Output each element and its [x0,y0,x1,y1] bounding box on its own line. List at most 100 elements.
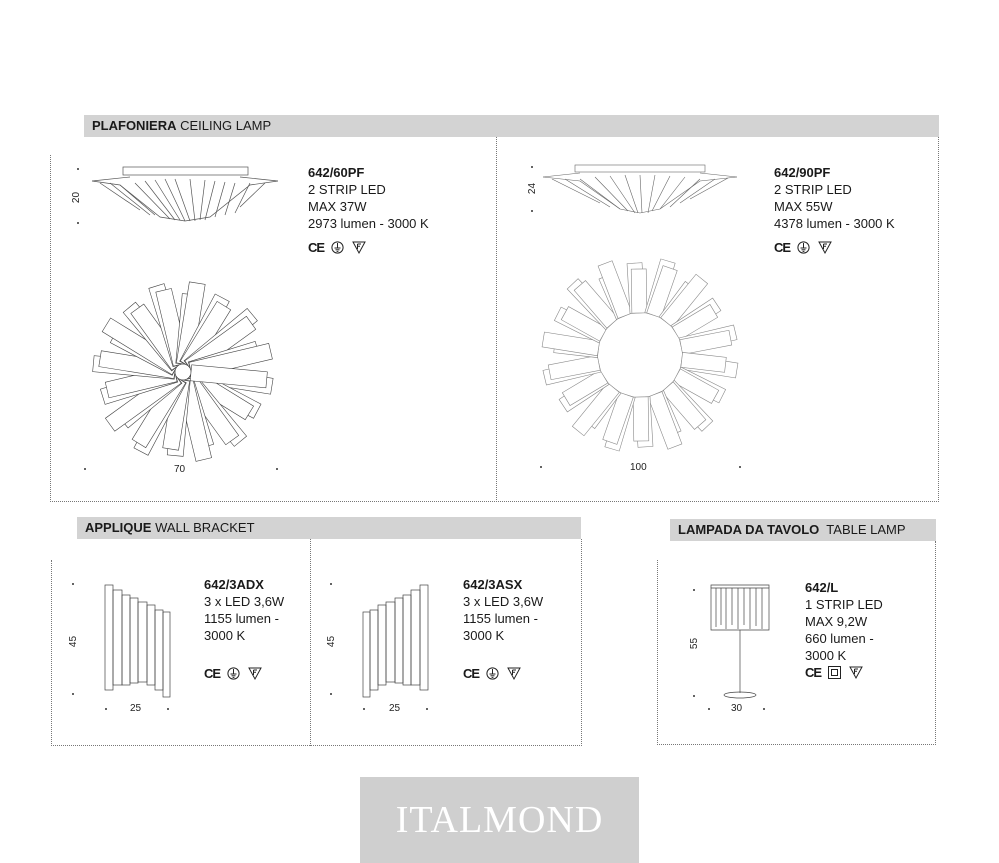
ceiling-lamp-90pf-top-drawing [541,258,739,452]
spec-line: 3000 K [204,628,246,643]
double-insulation-icon [828,666,842,679]
spec-line: MAX 37W [308,199,367,214]
dim-marker [363,708,365,710]
cert-marks-60pf: CE [308,240,366,255]
ceiling-lamp-60pf-top-drawing [92,281,274,462]
ceiling-title-rest: CEILING LAMP [176,118,272,133]
dim-marker [330,693,332,695]
ce-mark-icon: CE [308,240,325,255]
table-lamp-header: LAMPADA DA TAVOLO TABLE LAMP [670,519,936,541]
spec-line: MAX 9,2W [805,614,868,629]
dim-height-642l: 55 [689,637,701,650]
spec-line: 2973 lumen - 3000 K [308,216,429,231]
spec-line: 1 STRIP LED [805,597,883,612]
wall-bracket-header: APPLIQUE WALL BRACKET [77,517,581,539]
wall-divider [310,539,311,746]
dim-marker [84,468,86,470]
spec-line: 3 x LED 3,6W [463,594,544,609]
dim-marker [739,466,741,468]
dim-marker [77,168,79,170]
ground-symbol-icon [331,241,345,254]
spec-line: 3000 K [463,628,505,643]
ground-symbol-icon [797,241,811,254]
ce-mark-icon: CE [805,665,822,680]
ground-symbol-icon [227,667,241,680]
spec-642-60pf: 642/60PF 2 STRIP LED MAX 37W 2973 lumen … [308,164,429,232]
product-code: 642/90PF [774,165,831,180]
product-code: 642/3ASX [463,577,523,592]
logo-text: ITALMOND [395,799,604,841]
f-triangle-icon [848,666,863,680]
dim-marker [72,583,74,585]
dim-marker [763,708,765,710]
dim-marker [330,583,332,585]
dim-height-90pf: 24 [527,182,539,195]
product-code: 642/60PF [308,165,365,180]
wall-left-border [51,560,52,746]
table-title-rest: TABLE LAMP [819,522,906,537]
cert-marks-642l: CE [805,665,863,680]
dim-marker [540,466,542,468]
dim-marker [105,708,107,710]
dim-marker [693,695,695,697]
spec-line: 4378 lumen - 3000 K [774,216,895,231]
dim-marker [426,708,428,710]
spec-642-3adx: 642/3ADX 3 x LED 3,6W 1155 lumen - 3000 … [204,576,284,644]
dim-marker [77,222,79,224]
ceiling-lamp-frame [50,137,939,502]
dim-marker [531,210,533,212]
italmond-logo: ITALMOND [360,777,639,863]
dim-marker [72,693,74,695]
f-triangle-icon [351,241,366,255]
dim-marker [276,468,278,470]
ceiling-divider [496,137,497,502]
ce-mark-icon: CE [774,240,791,255]
ceiling-lamp-60pf-side-drawing [91,166,279,222]
dim-height-60pf: 20 [71,191,83,204]
dim-height-3adx: 45 [68,635,80,648]
table-title-bold: LAMPADA DA TAVOLO [678,522,820,537]
spec-642-l: 642/L 1 STRIP LED MAX 9,2W 660 lumen - 3… [805,579,883,664]
f-triangle-icon [817,241,832,255]
cert-marks-90pf: CE [774,240,832,255]
dim-marker [531,166,533,168]
spec-line: 1155 lumen - [463,611,538,626]
cert-marks-3adx: CE [204,666,262,681]
spec-line: 3 x LED 3,6W [204,594,285,609]
ceiling-left-border [50,155,51,502]
f-triangle-icon [247,667,262,681]
dim-width-3adx: 25 [130,703,142,714]
spec-642-3asx: 642/3ASX 3 x LED 3,6W 1155 lumen - 3000 … [463,576,543,644]
table-lamp-frame [657,541,936,745]
wall-title-bold: APPLIQUE [85,520,152,535]
wall-title-rest: WALL BRACKET [151,520,255,535]
dim-marker [708,708,710,710]
ce-mark-icon: CE [463,666,480,681]
spec-line: 1155 lumen - [204,611,279,626]
dim-width-3asx: 25 [389,703,401,714]
ground-symbol-icon [486,667,500,680]
dim-diameter-90pf: 100 [630,462,647,473]
cert-marks-3asx: CE [463,666,521,681]
ceiling-lamp-header: PLAFONIERA CEILING LAMP [84,115,939,137]
dim-diameter-60pf: 70 [174,464,186,475]
spec-line: 3000 K [805,648,847,663]
wall-bracket-frame [51,539,582,746]
ceiling-title-bold: PLAFONIERA [92,118,177,133]
ceiling-lamp-90pf-side-drawing [542,164,738,214]
spec-line: MAX 55W [774,199,833,214]
wall-bracket-3adx-drawing [104,584,171,698]
dim-marker [693,589,695,591]
spec-line: 2 STRIP LED [774,182,852,197]
dim-marker [167,708,169,710]
spec-642-90pf: 642/90PF 2 STRIP LED MAX 55W 4378 lumen … [774,164,895,232]
spec-line: 2 STRIP LED [308,182,386,197]
product-code: 642/3ADX [204,577,264,592]
dim-height-3asx: 45 [326,635,338,648]
dim-width-642l: 30 [731,703,743,714]
product-code: 642/L [805,580,839,595]
f-triangle-icon [506,667,521,681]
spec-line: 660 lumen - [805,631,874,646]
ce-mark-icon: CE [204,666,221,681]
wall-bracket-3asx-drawing [362,584,429,698]
